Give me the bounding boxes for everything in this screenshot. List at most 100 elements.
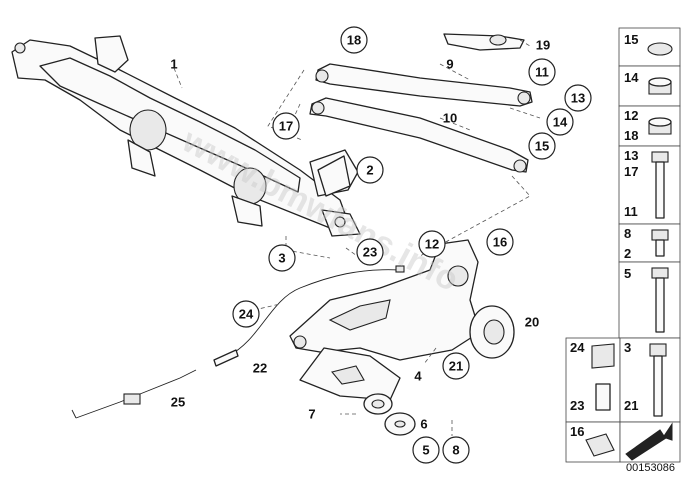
sidebar-part-number: 15 [624, 32, 638, 47]
bolt-shank-icon [655, 277, 665, 333]
sidebar-row[interactable]: 5 [618, 261, 681, 339]
callout-circle [442, 352, 470, 380]
callout-15[interactable]: 15 [528, 132, 556, 160]
callout-10[interactable]: 10 [443, 111, 457, 126]
callout-circle [356, 156, 384, 184]
callout-7[interactable]: 7 [308, 407, 315, 422]
sidebar-row[interactable]: 82 [618, 223, 681, 263]
callout-2[interactable]: 2 [356, 156, 384, 184]
detail-part-number: 23 [570, 398, 584, 413]
wheel-hub[interactable] [469, 305, 515, 359]
callout-21[interactable]: 21 [442, 352, 470, 380]
sidebar-row[interactable]: 14 [618, 65, 681, 107]
callout-circle [412, 436, 440, 464]
callout-number: 19 [536, 38, 550, 53]
washer[interactable] [384, 412, 416, 436]
callout-circle [442, 436, 470, 464]
callout-19[interactable]: 19 [536, 38, 550, 53]
callout-8[interactable]: 8 [442, 436, 470, 464]
callout-circle [356, 238, 384, 266]
bolt-shank-icon [655, 239, 665, 257]
clamp-icon [585, 433, 615, 457]
bolt-head-icon [649, 343, 667, 357]
detail-part-number: 21 [624, 398, 638, 413]
callout-number: 20 [525, 315, 539, 330]
callout-9[interactable]: 9 [446, 57, 453, 72]
callout-number: 21 [449, 359, 463, 374]
callout-16[interactable]: 16 [486, 228, 514, 256]
callout-13[interactable]: 13 [564, 84, 592, 112]
rubber-mount[interactable] [363, 393, 393, 415]
sidebar-part-number: 17 [624, 164, 638, 179]
callout-circle [340, 26, 368, 54]
callout-number: 11 [535, 65, 549, 80]
detail-panel[interactable]: 24 23 [565, 337, 621, 423]
callout-number: 16 [493, 235, 507, 250]
callout-23[interactable]: 23 [356, 238, 384, 266]
callout-6[interactable]: 6 [420, 417, 427, 432]
sidebar-part-number: 11 [624, 204, 638, 219]
sidebar-part-number: 14 [624, 70, 639, 85]
callout-number: 22 [253, 361, 267, 376]
callout-number: 17 [279, 119, 293, 134]
callout-number: 5 [422, 443, 429, 458]
sidebar-part-number: 8 [624, 226, 631, 241]
detail-panel[interactable]: 3 21 [619, 337, 681, 423]
callout-number: 3 [278, 251, 285, 266]
callout-number: 1 [170, 57, 177, 72]
clip-icon [591, 343, 615, 369]
detail-panel[interactable]: 16 [565, 421, 621, 463]
upper-control-arm[interactable] [315, 63, 533, 107]
callout-22[interactable]: 22 [253, 361, 267, 376]
mounting-bracket[interactable] [317, 155, 351, 197]
sidebar-part-number: 12 [624, 108, 638, 123]
callout-number: 18 [347, 33, 361, 48]
bolt-head-icon [651, 229, 669, 241]
callout-25[interactable]: 25 [171, 395, 185, 410]
orientation-arrow-panel [619, 421, 681, 463]
callout-17[interactable]: 17 [272, 112, 300, 140]
callout-5[interactable]: 5 [412, 436, 440, 464]
support-plate[interactable] [299, 347, 401, 401]
callout-number: 23 [363, 245, 377, 260]
diagram-code: 00153086 [626, 462, 675, 474]
callout-18[interactable]: 18 [340, 26, 368, 54]
callout-circle [486, 228, 514, 256]
callout-number: 6 [420, 417, 427, 432]
brake-line[interactable] [71, 369, 197, 419]
wheel-carrier[interactable] [289, 239, 481, 361]
callout-11[interactable]: 11 [528, 58, 556, 86]
detail-part-number: 16 [570, 424, 584, 439]
callout-circle [272, 112, 300, 140]
callout-14[interactable]: 14 [546, 108, 574, 136]
cover-bracket[interactable] [443, 33, 525, 51]
callout-circle [528, 132, 556, 160]
lower-control-arm[interactable] [309, 97, 529, 173]
sensor-plug[interactable] [213, 349, 239, 367]
callout-number: 12 [425, 237, 439, 252]
callout-circle [268, 244, 296, 272]
callout-4[interactable]: 4 [414, 369, 422, 384]
callout-number: 10 [443, 111, 457, 126]
direction-arrow-icon [625, 422, 673, 461]
callout-20[interactable]: 20 [525, 315, 539, 330]
callout-number: 25 [171, 395, 185, 410]
detail-part-number: 3 [624, 340, 631, 355]
callout-3[interactable]: 3 [268, 244, 296, 272]
callout-circle [564, 84, 592, 112]
callout-24[interactable]: 24 [232, 300, 260, 328]
watermark: www.bmwfans.info [175, 121, 464, 299]
callout-number: 2 [366, 163, 373, 178]
callout-12[interactable]: 12 [418, 230, 446, 258]
callout-1[interactable]: 1 [170, 57, 177, 72]
callout-number: 15 [535, 139, 549, 154]
washer-icon [647, 42, 673, 56]
detail-part-number: 24 [570, 340, 585, 355]
bolt-head-icon [651, 267, 669, 279]
callout-number: 9 [446, 57, 453, 72]
sidebar-row[interactable]: 15 [618, 27, 681, 67]
sidebar-part-number: 13 [624, 148, 638, 163]
